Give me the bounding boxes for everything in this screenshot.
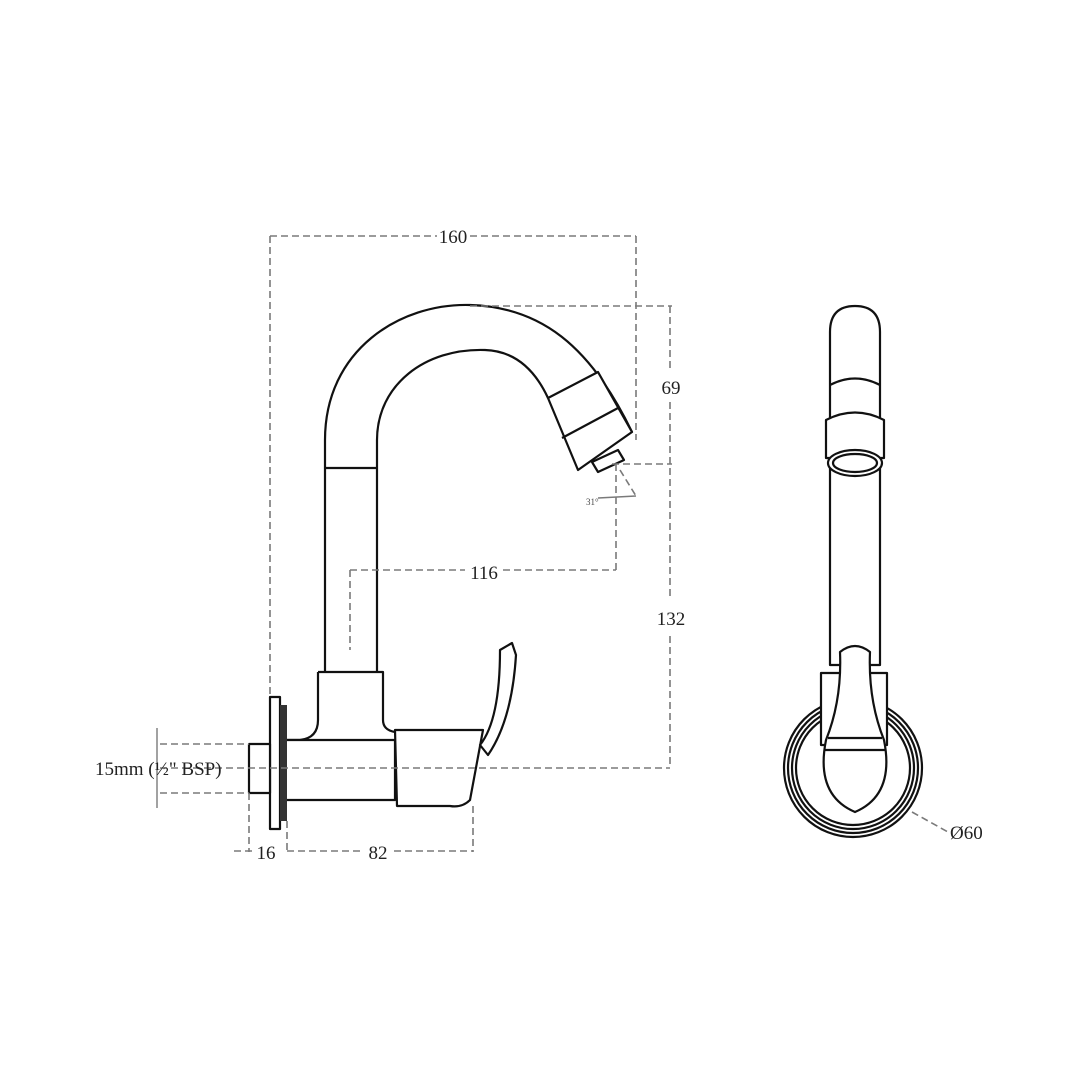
dimension-labels: 160 69 132 116 15mm (½" BSP) 16 82 Ø60 3…	[95, 227, 983, 864]
dim-body-length: 82	[369, 843, 388, 864]
dim-flange-depth: 16	[257, 843, 276, 864]
dim-overall-width: 160	[439, 227, 468, 248]
flange-plate	[268, 695, 282, 831]
nozzle-side	[824, 411, 886, 460]
front-view	[160, 303, 670, 831]
dim-inlet-size: 15mm (½" BSP)	[95, 759, 222, 780]
nozzle	[546, 370, 634, 472]
body	[283, 738, 397, 802]
spout-side	[828, 304, 882, 667]
dimension-lines	[156, 235, 949, 852]
dim-spout-reach: 116	[470, 563, 498, 584]
handle-lever	[478, 641, 518, 757]
spout-inner	[375, 348, 549, 672]
dim-overall-height: 132	[657, 609, 686, 630]
handle-side	[822, 644, 888, 814]
dim-spout-angle: 31°	[586, 497, 599, 507]
nozzle-band	[561, 407, 619, 439]
dim-flange-diameter: Ø60	[950, 823, 983, 844]
spout-outer	[323, 303, 633, 672]
dim-spout-drop: 69	[662, 378, 681, 399]
neck	[285, 670, 396, 742]
aerator	[590, 448, 626, 474]
side-view	[782, 304, 924, 839]
flange-edge	[280, 705, 287, 821]
